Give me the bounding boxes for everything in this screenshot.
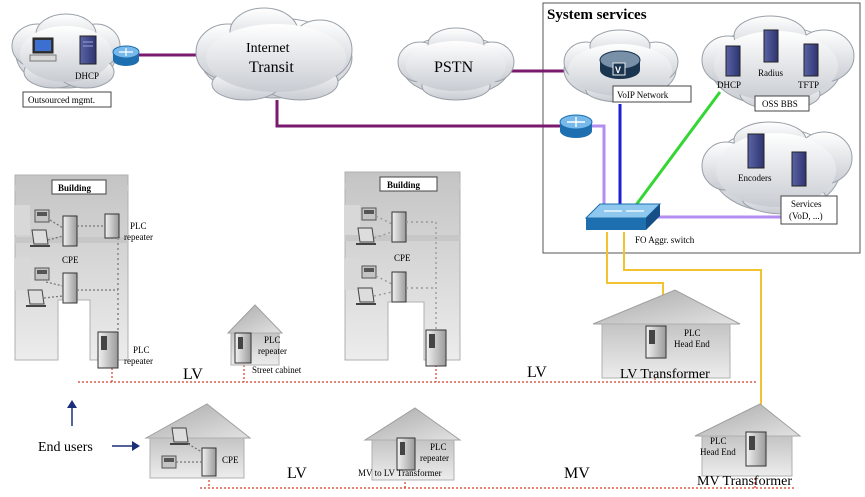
laptop-icon [30,229,50,247]
end-user-house: CPE [144,403,252,479]
end-users-marker: End users [38,400,140,455]
tftp-server-icon [803,43,819,77]
building-right: Building CPE [344,171,461,367]
laptop-icon [356,227,376,245]
segment-lv-lower: LV [287,465,307,482]
mv-lv-line2: repeater [420,453,449,463]
plc-repeater-icon [425,329,447,367]
mv-lv-label: MV to LV Transformer [358,468,442,478]
lv-transformer-label: LV Transformer [620,367,710,382]
phone-icon [34,209,50,223]
building-left-repeater-bottom-line1: PLC [133,345,150,355]
oss-cloud: DHCP Radius TFTP OSS BBS [701,15,855,112]
laptop-icon [26,289,46,307]
segment-mv-lower: MV [564,465,590,482]
radius-label: Radius [758,68,783,78]
lv-head-end-line2: Head End [674,339,710,349]
oss-dhcp-server-icon [725,45,741,77]
voip-cloud: V VoIP Network [563,29,692,103]
building-right-title: Building [387,180,421,190]
system-services-title: System services [547,7,647,23]
fo-switch-label: FO Aggr. switch [635,235,695,245]
mv-lv-line1: PLC [430,442,447,452]
computer-icon [29,37,57,62]
cpe-modem-icon [201,447,217,477]
street-cabinet: PLC repeater Street cabinet [226,304,302,375]
oss-bbs-label: OSS BBS [762,99,798,109]
cpe-modem-icon [62,272,78,304]
cpe-modem-icon [391,211,407,243]
plc-repeater-icon [396,437,416,471]
links [78,53,795,489]
internet-cloud: Internet Transit [195,7,353,101]
encoder-server-icon [747,133,765,169]
outsourced-mgmt-label: Outsourced mgmt. [28,95,95,105]
plc-head-end-icon [745,431,767,467]
end-house-cpe-label: CPE [222,455,239,465]
internet-link-right [275,100,562,128]
voip-label: VoIP Network [617,90,669,100]
mv-head-end-line1: PLC [710,436,727,446]
street-cabinet-line2: repeater [258,346,287,356]
plc-head-end-icon [645,325,667,359]
building-left: Building CPE [14,174,153,369]
oss-dhcp-label: DHCP [717,80,741,90]
phone-icon [34,267,50,281]
svg-text:V: V [615,65,621,75]
building-left-repeater-bottom-line2: repeater [124,356,153,366]
outsourced-router-icon [112,45,140,66]
laptop-icon [356,287,376,305]
building-left-cpe-label: CPE [62,255,79,265]
building-left-repeater-top-line1: PLC [130,221,147,231]
building-left-repeater-top-line2: repeater [124,232,153,242]
street-cabinet-line1: PLC [264,335,281,345]
plc-repeater-icon [234,332,252,364]
services-label-line1: Services [791,199,822,209]
building-right-cpe-label: CPE [394,253,411,263]
cpe-modem-icon [391,271,407,303]
plc-repeater-icon [97,331,119,369]
phone-icon [361,265,377,279]
street-cabinet-label: Street cabinet [252,365,302,375]
lv-transformer-house: PLC Head End LV Transformer [592,289,741,382]
services-label-line2: (VoD, ...) [789,211,823,221]
fiber-link-mv [623,232,762,430]
phone-icon [361,207,377,221]
building-left-title: Building [58,183,92,193]
cpe-modem-icon [62,215,78,247]
oss-switch-link [634,91,722,206]
router-switch-link [592,124,606,208]
services-cloud: Encoders Services (VoD, ...) [701,121,853,225]
fo-aggregation-switch-icon [584,203,662,230]
tftp-label: TFTP [798,80,819,90]
pstn-cloud: PSTN [397,27,515,101]
plc-repeater-icon [104,213,120,239]
voip-gateway-icon: V [599,50,641,79]
phone-icon [161,455,177,469]
radius-server-icon [763,29,779,63]
internet-label-line1: Internet [246,41,290,56]
internet-label-line2: Transit [249,59,294,76]
edge-router-icon [559,114,593,138]
segment-lv-upper-left: LV [183,366,203,383]
pstn-label: PSTN [434,59,474,76]
services-server-icon [791,151,807,187]
mv-transformer-label: MV Transformer [697,474,792,489]
encoders-label: Encoders [738,173,772,183]
mv-head-end-line2: Head End [700,447,736,457]
mv-lv-transformer-house: PLC repeater MV to LV Transformer [358,407,462,481]
laptop-icon [170,427,190,445]
mv-transformer-house: PLC Head End MV Transformer [694,403,802,489]
outsourced-cloud: DHCP Outsourced mgmt. [11,13,121,108]
dhcp-server-icon [79,35,97,65]
lv-head-end-line1: PLC [684,328,701,338]
segment-lv-upper-right: LV [527,364,547,381]
end-users-label: End users [38,440,93,455]
outsourced-dhcp-label: DHCP [75,71,99,81]
